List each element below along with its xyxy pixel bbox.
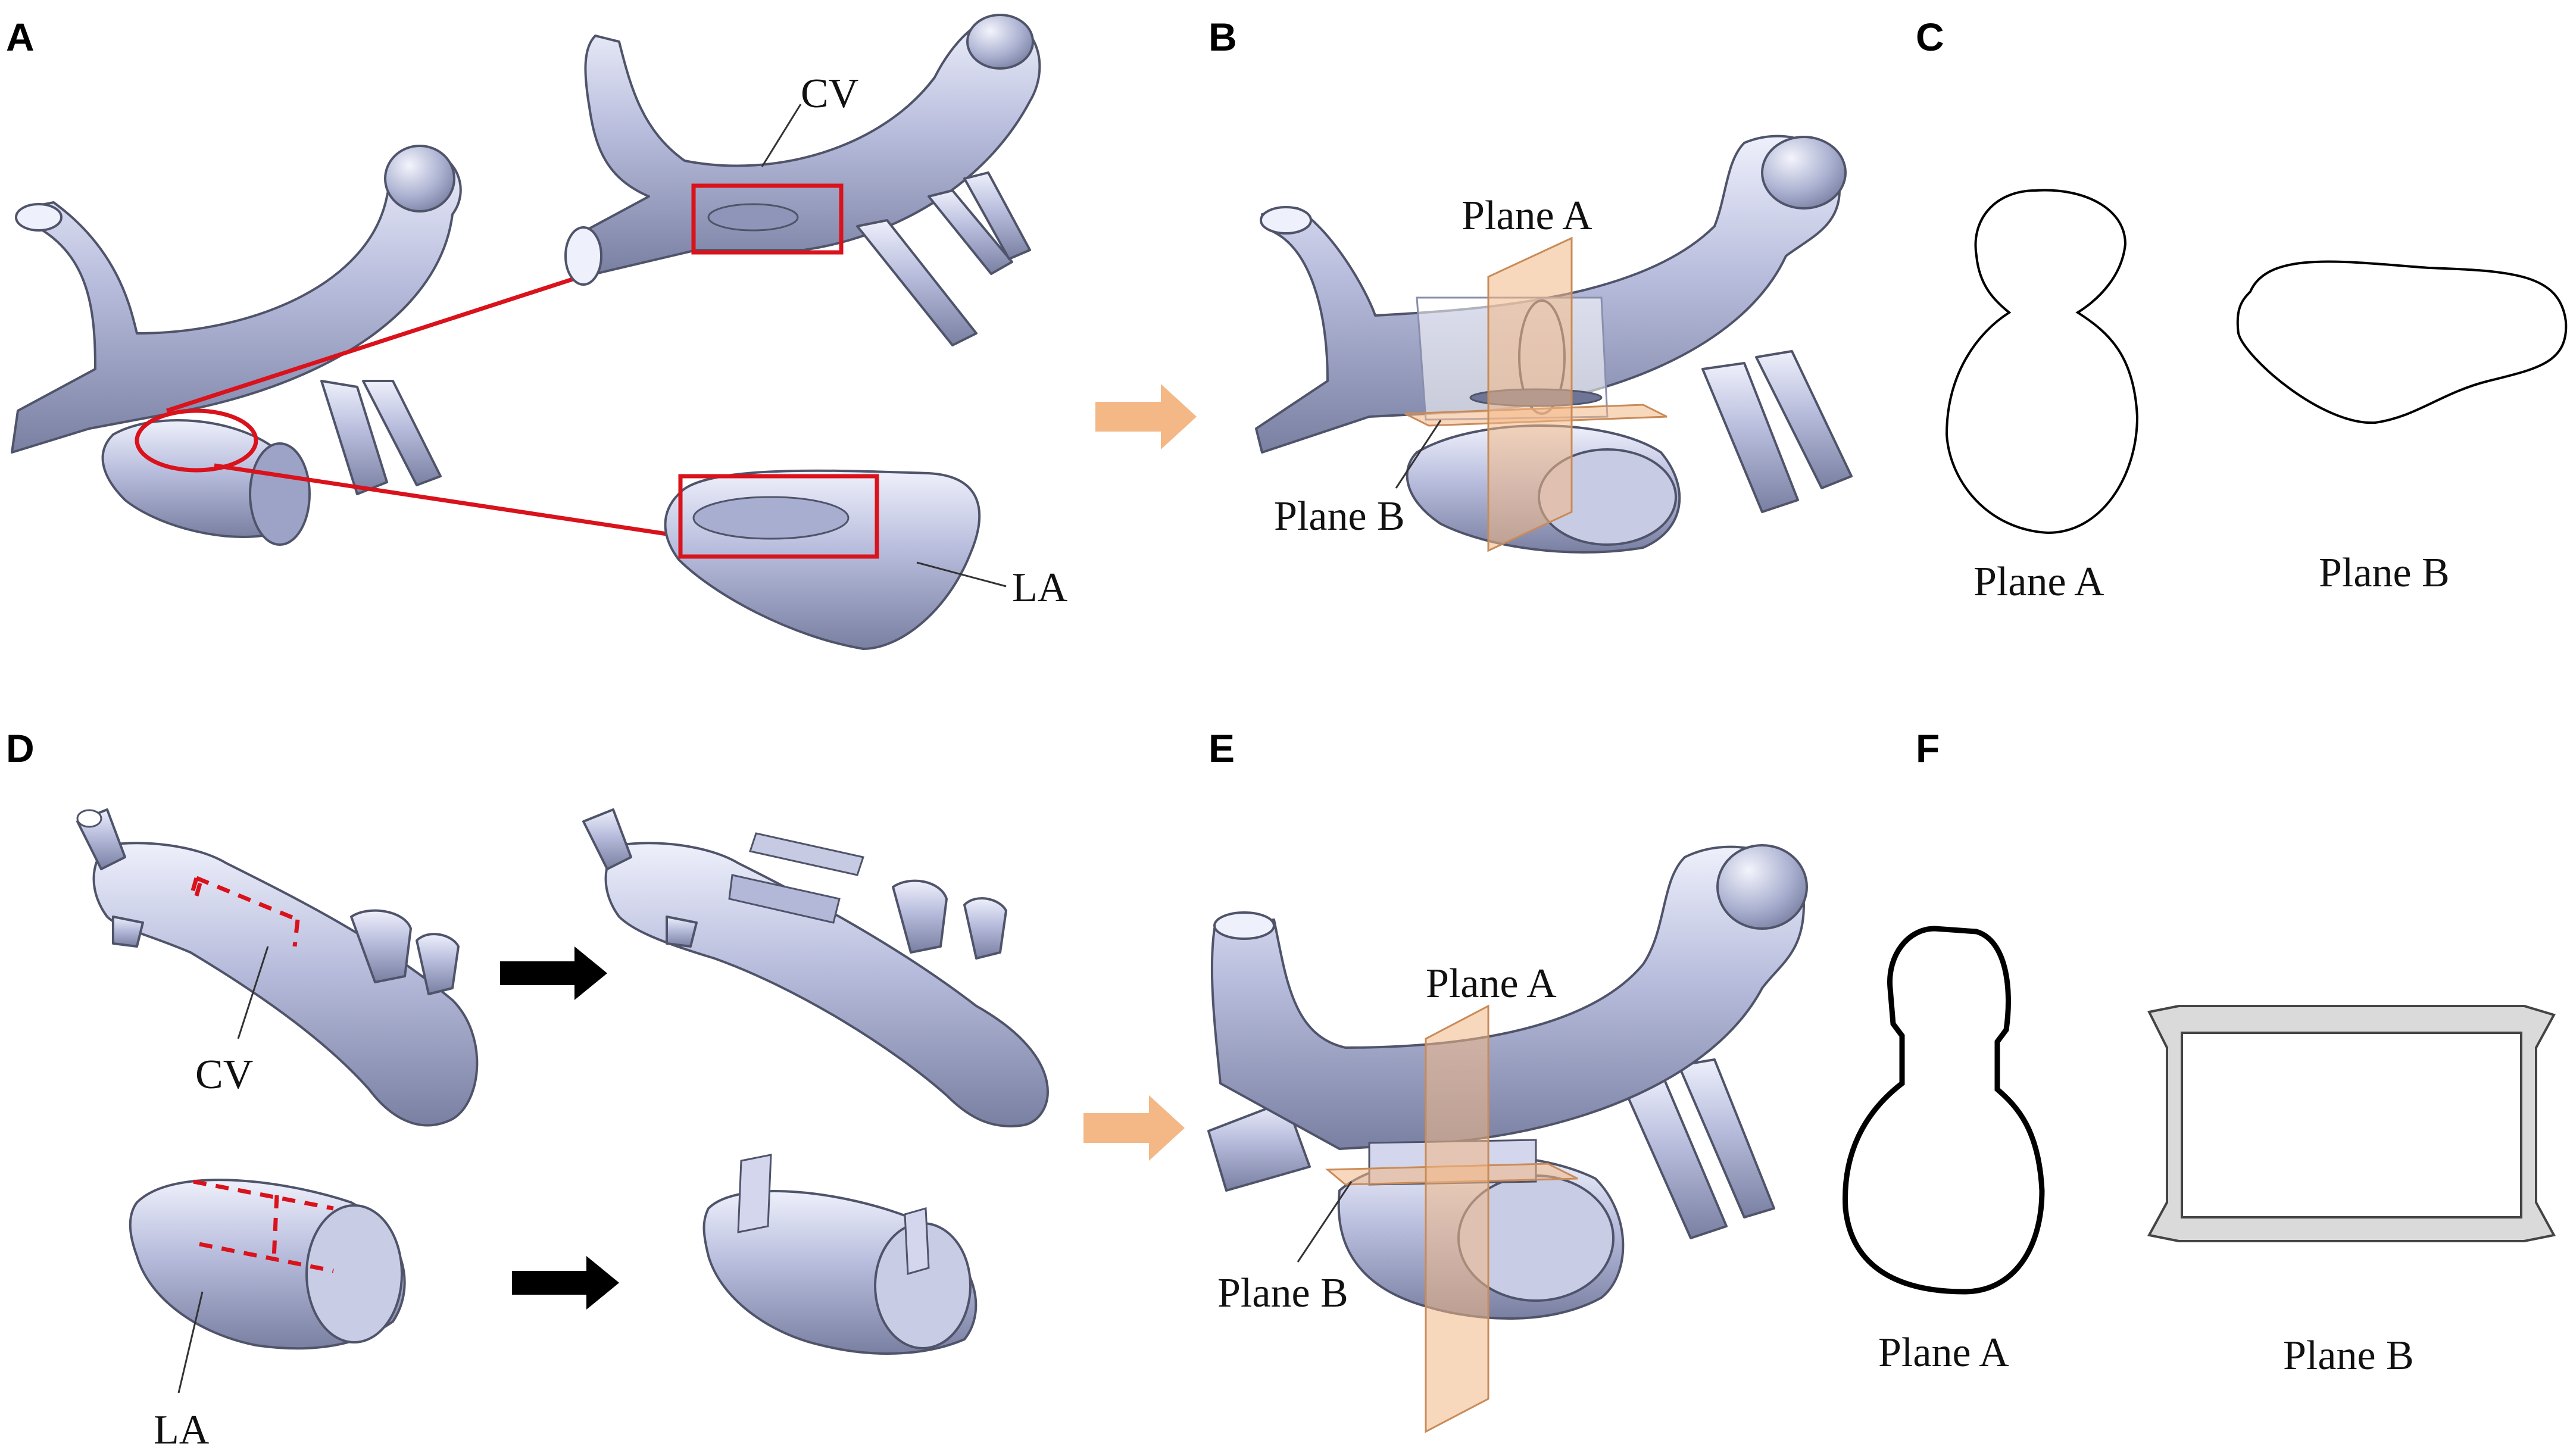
panel-d-la-label: LA (154, 1407, 210, 1453)
panel-a-cv-model (564, 14, 1041, 346)
panel-a-cv-leader (761, 104, 802, 167)
panel-d-cv-before-inlet-cap (76, 809, 102, 828)
panel-d-la-after-fin-1 (737, 1154, 772, 1233)
panel-e-plane-a (1425, 1004, 1489, 1433)
panel-e-arch-cap (1716, 844, 1808, 930)
panel-a-cv-orifice (707, 203, 799, 232)
panel-d-cv-label: CV (195, 1052, 253, 1098)
panel-e-arch-inlet (1213, 911, 1275, 940)
panel-c-plane-a-outline (1945, 189, 2139, 535)
panel-a-cv-inlet (564, 226, 602, 286)
panel-e-plane-a-label: Plane A (1426, 961, 1557, 1007)
panel-a: A C (6, 14, 1068, 650)
panel-d-cv-leader (237, 946, 269, 1039)
panel-e-arch (1210, 845, 1805, 1150)
panel-a-la-body (664, 469, 981, 650)
panel-a-la-model (664, 469, 981, 650)
panel-d-cv-before-stub (112, 916, 144, 948)
panel-d-cv-after (582, 808, 1049, 1127)
panel-d-cv-after-strut-top (749, 832, 864, 876)
panel-a-cv-branch-2 (928, 189, 1013, 275)
panel-a-cv-branch-1 (856, 219, 978, 346)
panel-letter-d: D (6, 726, 35, 770)
panel-d-arrow-bottom (512, 1256, 619, 1310)
panel-d-la-after-fin-2 (904, 1207, 930, 1275)
panel-a-cv-highlight-box (691, 183, 844, 255)
panel-a-branch-1 (320, 380, 388, 495)
panel-a-junction-ellipse (135, 408, 258, 473)
panel-b-arch-inlet (1260, 206, 1312, 235)
panel-d-cv-before-body (92, 842, 479, 1127)
panel-b-plane-a (1487, 236, 1573, 552)
panel-letter-c: C (1916, 15, 1944, 59)
panel-b-plane-b-label: Plane B (1274, 493, 1405, 539)
panel-b-branch-1 (1701, 362, 1799, 513)
panel-d-cv-before-cut-line (188, 876, 300, 947)
panel-c-plane-b-label: Plane B (2319, 550, 2450, 596)
panel-d-cv-after-strut-side (728, 874, 841, 924)
panel-d-cv-before (76, 808, 479, 1127)
panel-f-plane-a-label: Plane A (1878, 1330, 2009, 1376)
panel-f-plane-b-outline (2147, 1005, 2556, 1242)
panel-d-cv-before-branch-2 (416, 933, 460, 995)
panel-f-plane-b-inner (2181, 1032, 2522, 1218)
panel-a-cv-label: CV (801, 71, 858, 117)
panel-d-cv-after-body (604, 842, 1049, 1127)
panel-a-la-highlight-box (678, 474, 879, 559)
panel-letter-b: B (1209, 15, 1237, 59)
panel-a-connector-lower (214, 463, 679, 538)
panel-a-la-leader (916, 561, 1007, 588)
panel-f-plane-b-label: Plane B (2283, 1333, 2414, 1379)
panel-c-plane-b-outline (2236, 260, 2568, 424)
panel-a-la-opening (249, 442, 311, 546)
panel-a-cv-cap (966, 14, 1034, 70)
panel-d: D CV (6, 726, 1049, 1453)
panel-e-plane-b-leader (1297, 1181, 1353, 1263)
panel-d-cv-after-branch-1 (892, 879, 948, 954)
panel-d-la-before-opening (305, 1204, 403, 1343)
step-arrow-top (1095, 384, 1197, 449)
panel-e-branch-2 (1678, 1058, 1775, 1218)
panel-e: E Plane A Plane B (1207, 726, 1808, 1433)
panel-d-la-before-cut-line (193, 1179, 334, 1273)
panel-d-cv-after-stub (666, 916, 698, 948)
panel-b-branch-2 (1755, 350, 1853, 489)
panel-a-la-label: LA (1012, 565, 1068, 611)
panel-a-branch-2 (362, 380, 442, 486)
panel-c: C Plane A Plane B (1916, 15, 2568, 605)
step-arrow-bottom (1083, 1095, 1185, 1161)
panel-f: F Plane A Plane B (1843, 726, 2556, 1379)
panel-d-cv-after-branch-2 (963, 897, 1007, 960)
panel-b-plane-b-leader (1395, 420, 1442, 489)
panel-a-arch-inlet (15, 203, 63, 232)
panel-b-plane-a-label: Plane A (1462, 193, 1592, 239)
panel-d-la-leader (177, 1291, 204, 1393)
panel-d-arrow-top (500, 946, 607, 1000)
panel-a-cv-branch-3 (963, 171, 1031, 260)
panel-d-la-before (129, 1179, 406, 1350)
panel-e-plane-b-label: Plane B (1217, 1270, 1348, 1316)
panel-e-side-stub (1207, 1100, 1311, 1192)
panel-a-la-orifice (692, 496, 850, 540)
panel-a-arch-cap (384, 145, 455, 213)
panel-d-cv-before-cut-line-2 (194, 874, 205, 896)
panel-d-cv-before-branch-1 (350, 909, 412, 983)
panel-letter-e: E (1209, 726, 1235, 770)
panel-letter-f: F (1916, 726, 1940, 770)
panel-letter-a: A (6, 15, 35, 59)
panel-b: B Plane A Plane B (1209, 15, 1853, 554)
panel-d-cv-after-inlet (582, 808, 632, 870)
panel-d-la-after (702, 1154, 978, 1355)
panel-f-plane-a-outline (1843, 926, 2045, 1295)
panel-a-combined-model (11, 145, 462, 546)
panel-c-plane-a-label: Plane A (1973, 559, 2104, 605)
panel-b-arch-cap (1761, 136, 1847, 210)
